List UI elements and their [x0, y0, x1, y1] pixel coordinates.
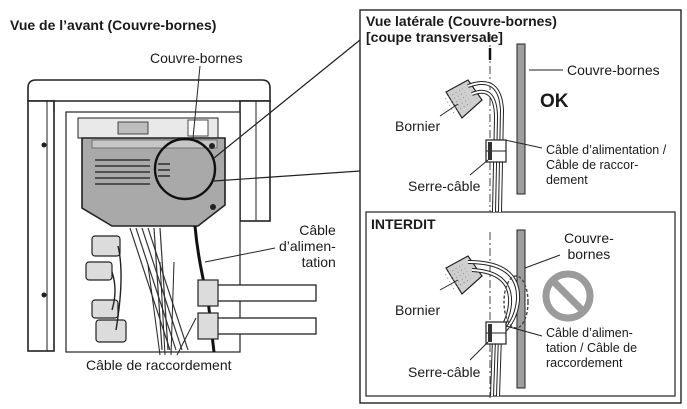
ok-clamp-label: Serre-câble [408, 178, 481, 194]
ok-status-label: OK [540, 91, 569, 112]
forbidden-frame [365, 211, 676, 397]
ok-cables-line-2: Câble de raccor- [546, 158, 639, 172]
forbidden-title: INTERDIT [371, 216, 436, 232]
front-connection-cable-label: Câble de raccordement [86, 357, 232, 373]
side-view-title-line1: Vue latérale (Couvre-bornes) [366, 13, 557, 29]
forbidden-cables-line-3: raccordement [546, 356, 623, 370]
forbidden-cables-line-2: tation / Câble de [546, 341, 638, 355]
ok-cables-label: Câble d’alimentation / Câble de raccor- … [546, 143, 666, 188]
unit-housing [27, 79, 271, 102]
forbidden-clamp-label: Serre-câble [408, 364, 481, 380]
forbidden-terminal-label: Bornier [395, 302, 441, 318]
ok-cover-label: Couvre-bornes [567, 62, 660, 78]
forbidden-cover-label: Couvre- bornes [564, 230, 614, 262]
ok-cover-plate [516, 43, 526, 195]
front-cover-label: Couvre-bornes [150, 50, 243, 66]
ok-cables-line-1: Câble d’alimentation / [546, 143, 667, 157]
forbidden-cables-line-1: Câble d’alimen- [546, 326, 633, 340]
forbidden-cables-label: Câble d’alimen- tation / Câble de raccor… [546, 326, 637, 371]
contact-highlight [503, 275, 529, 329]
ok-cross-section [439, 34, 563, 213]
side-view-title-line2: [coupe transversale] [366, 29, 503, 45]
forbidden-cross-section [439, 229, 594, 398]
front-power-cable-line-2: d’alimen- [279, 238, 336, 254]
front-power-cable-label: Câble d’alimen- tation [279, 222, 336, 270]
front-view-title: Vue de l’avant (Couvre-bornes) [10, 17, 217, 33]
side-view-outer-frame [359, 9, 682, 404]
front-highlight-circle [153, 137, 217, 201]
ok-cables-line-3: dement [546, 173, 588, 187]
front-power-cable-line-1: Câble [299, 222, 336, 238]
unit-left-panel [27, 100, 55, 352]
front-power-cable-line-3: tation [301, 254, 336, 270]
front-terminal-cover [81, 137, 226, 227]
no-entry-icon [542, 270, 594, 322]
ok-terminal-label: Bornier [395, 118, 441, 134]
forbidden-cover-line-1: Couvre- [564, 230, 614, 246]
unit-right-panel [239, 100, 271, 222]
forbidden-cover-line-2: bornes [567, 246, 611, 262]
front-view-illustration [27, 39, 361, 356]
